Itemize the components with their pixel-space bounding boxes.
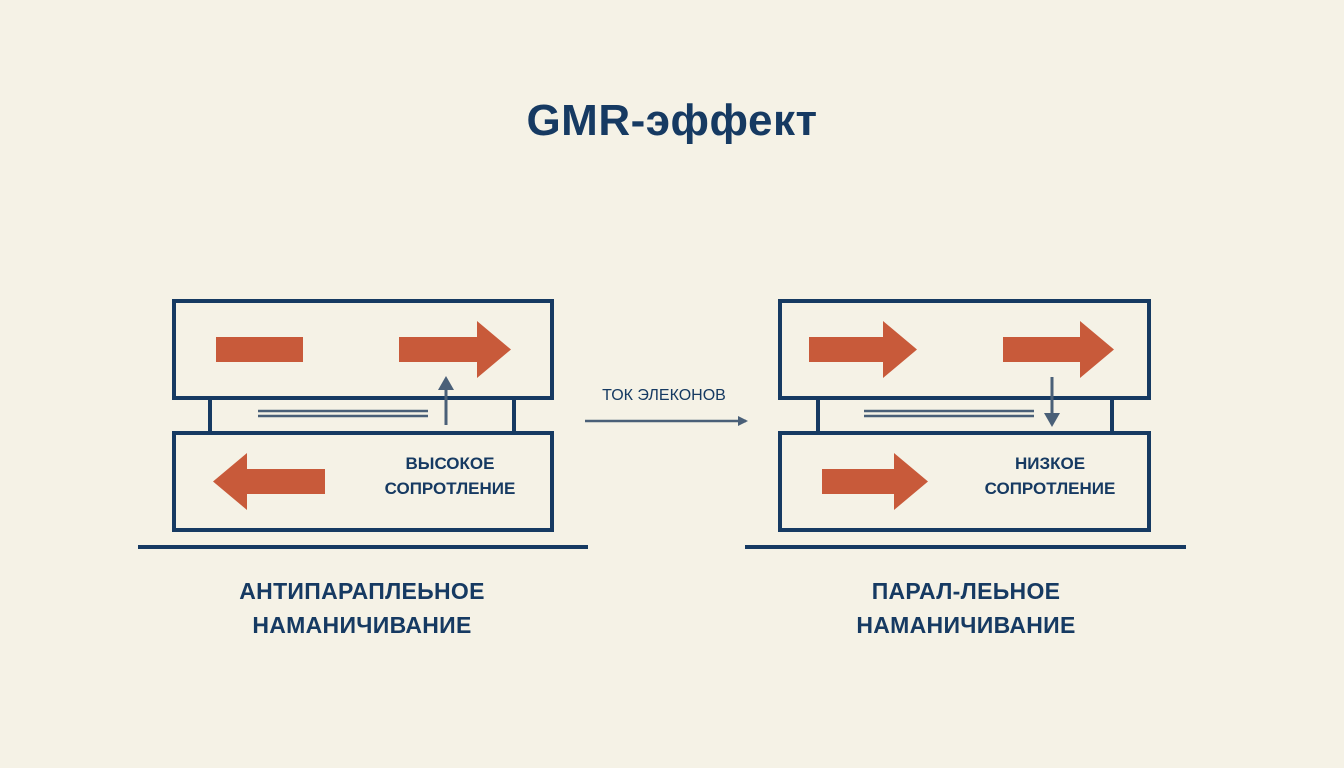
caption-line1: АНТИПАРАПЛЕЬНОЕ xyxy=(239,578,485,604)
diagram-title: GMR-эффект xyxy=(526,96,818,145)
magnetization-arrow-right xyxy=(809,321,917,378)
top-magnetic-layer xyxy=(172,299,554,400)
magnetization-arrow-right xyxy=(1003,321,1114,378)
arrow-down-icon xyxy=(1044,413,1060,427)
resistance-label-line1: ВЫСОКОЕ xyxy=(406,454,495,473)
arrow-up-icon xyxy=(438,376,454,390)
resistance-label-line1: НИЗКОЕ xyxy=(1015,454,1085,473)
magnetization-arrow-left xyxy=(213,453,325,510)
electron-current-indicator: ТОК ЭЛЕКОНОВ xyxy=(585,387,748,426)
resistance-label-line2: СОПРОТЛЕНИЕ xyxy=(385,479,516,498)
magnetization-arrow-right xyxy=(399,321,511,378)
bottom-magnetic-layer xyxy=(172,431,554,532)
electron-current-label: ТОК ЭЛЕКОНОВ xyxy=(602,387,726,404)
magnetization-arrow-right xyxy=(822,453,928,510)
caption-line2: НАМАНИЧИВАНИЕ xyxy=(856,612,1076,638)
bottom-magnetic-layer xyxy=(778,431,1151,532)
resistance-label-line2: СОПРОТЛЕНИЕ xyxy=(985,479,1116,498)
panel-parallel: НИЗКОЕ СОПРОТЛЕНИЕ xyxy=(745,299,1186,549)
magnetization-bar xyxy=(216,337,303,362)
top-magnetic-layer xyxy=(778,299,1151,400)
panel-antiparallel: ВЫСОКОЕ СОПРОТЛЕНИЕ xyxy=(138,299,588,549)
caption-line2: НАМАНИЧИВАНИЕ xyxy=(252,612,472,638)
caption-parallel: ПАРАЛ-ЛЕЬНОЕ НАМАНИЧИВАНИЕ xyxy=(786,574,1146,642)
caption-antiparallel: АНТИПАРАПЛЕЬНОЕ НАМАНИЧИВАНИЕ xyxy=(182,574,542,642)
caption-line1: ПАРАЛ-ЛЕЬНОЕ xyxy=(871,578,1061,604)
